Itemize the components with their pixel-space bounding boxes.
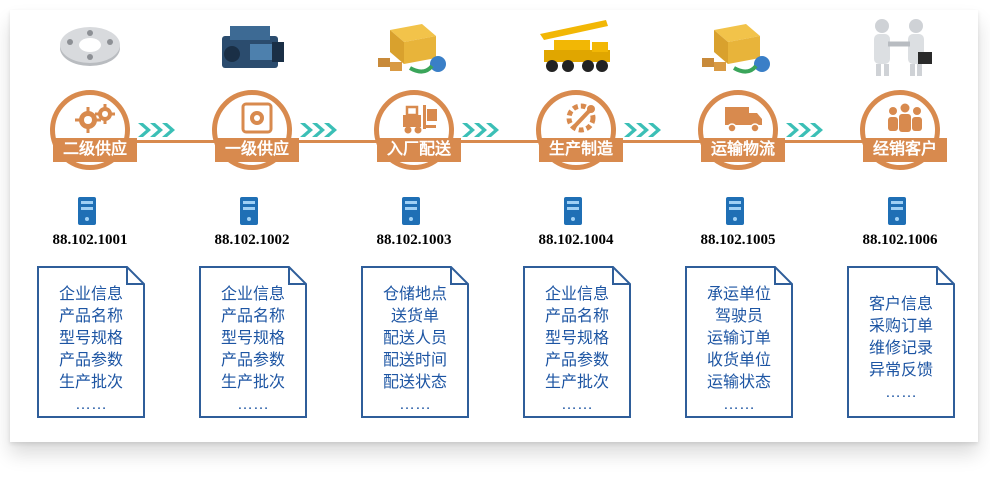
info-item: 生产批次	[544, 374, 609, 391]
stage-logistics: 运输物流 88.102.1005 承运单位 驾驶员 运输订单 收货单位 运输状态…	[658, 0, 818, 440]
handshake-icon	[874, 19, 932, 76]
wrench-gear-icon	[566, 103, 596, 133]
chevron-connector-icon	[786, 123, 823, 137]
info-document: 企业信息 产品名称 型号规格 产品参数 生产批次 ……	[523, 266, 631, 418]
stage-dealer-customer: 经销客户 88.102.1006 客户信息 采购订单 维修记录 异常反馈 ……	[820, 0, 980, 440]
stage-inbound-delivery: 入厂配送 88.102.1003 仓储地点 送货单 配送人员 配送时间 配送状态…	[334, 0, 494, 440]
diagram-card	[10, 10, 978, 442]
info-item: 产品名称	[544, 308, 609, 325]
info-item: 型号规格	[220, 330, 285, 347]
info-item: 产品参数	[220, 352, 285, 369]
gears-icon	[75, 104, 115, 133]
crane-truck-icon	[540, 20, 610, 72]
info-item-ellipsis: ……	[885, 384, 917, 401]
info-document: 仓储地点 送货单 配送人员 配送时间 配送状态 ……	[361, 266, 469, 418]
truck-icon	[725, 107, 762, 133]
info-item: 配送时间	[382, 352, 447, 369]
chevron-connector-icon	[300, 123, 337, 137]
info-item: 送货单	[390, 308, 439, 325]
stage-secondary-supply: 二级供应 88.102.1001 企业信息 产品名称 型号规格 产品参数 生产批…	[10, 0, 170, 440]
delivery-icon	[378, 24, 446, 74]
stage-label: 运输物流	[701, 138, 785, 162]
timeline-line	[84, 140, 914, 143]
info-item: 采购订单	[868, 318, 933, 335]
info-item: 企业信息	[220, 286, 285, 303]
info-item: 产品名称	[58, 308, 123, 325]
info-item: 维修记录	[868, 340, 933, 357]
stage-circle: 入厂配送	[374, 90, 461, 170]
chevron-connector-icon	[462, 123, 499, 137]
stage-label: 入厂配送	[377, 138, 461, 162]
info-item: 收货单位	[706, 352, 771, 369]
server-icon	[240, 197, 258, 225]
info-item: 客户信息	[868, 296, 933, 313]
server-icon	[726, 197, 744, 225]
info-item-ellipsis: ……	[399, 396, 431, 413]
stage-label: 生产制造	[539, 138, 623, 162]
info-item: 产品参数	[544, 352, 609, 369]
node-code: 88.102.1004	[538, 232, 614, 248]
server-icon	[402, 197, 420, 225]
flange-icon	[60, 27, 120, 66]
info-item: 运输状态	[706, 374, 771, 391]
stage-label: 二级供应	[53, 138, 137, 162]
stage-manufacturing: 生产制造 88.102.1004 企业信息 产品名称 型号规格 产品参数 生产批…	[496, 0, 656, 440]
info-item: 产品名称	[220, 308, 285, 325]
info-item: 企业信息	[544, 286, 609, 303]
stage-circle: 生产制造	[536, 90, 623, 170]
info-item: 生产批次	[58, 374, 123, 391]
node-code: 88.102.1002	[214, 232, 290, 248]
stage-circle: 二级供应	[50, 90, 137, 170]
info-item: 承运单位	[706, 286, 771, 303]
info-item: 型号规格	[58, 330, 123, 347]
server-icon	[888, 197, 906, 225]
stage-label: 经销客户	[863, 138, 947, 162]
info-item: 驾驶员	[714, 308, 763, 325]
info-item: 产品参数	[58, 352, 123, 369]
info-document: 企业信息 产品名称 型号规格 产品参数 生产批次 ……	[199, 266, 307, 418]
engine-icon	[222, 26, 284, 68]
info-item-ellipsis: ……	[561, 396, 593, 413]
stage-circle: 一级供应	[212, 90, 299, 170]
info-item: 配送状态	[382, 374, 447, 391]
stage-primary-supply: 一级供应 88.102.1002 企业信息 产品名称 型号规格 产品参数 生产批…	[172, 0, 332, 440]
info-document: 承运单位 驾驶员 运输订单 收货单位 运输状态 ……	[685, 266, 793, 418]
server-icon	[564, 197, 582, 225]
info-item: 配送人员	[382, 330, 447, 347]
node-code: 88.102.1005	[700, 232, 776, 248]
node-code: 88.102.1001	[52, 232, 128, 248]
node-code: 88.102.1003	[376, 232, 452, 248]
safe-icon	[241, 102, 273, 134]
info-item: 型号规格	[544, 330, 609, 347]
stage-circle: 经销客户	[860, 90, 947, 170]
info-item: 生产批次	[220, 374, 285, 391]
stage-label: 一级供应	[215, 138, 299, 162]
info-item: 运输订单	[706, 330, 771, 347]
info-item: 仓储地点	[382, 286, 447, 303]
chevron-connector-icon	[138, 123, 175, 137]
stage-circle: 运输物流	[698, 90, 785, 170]
server-icon	[78, 197, 96, 225]
info-item: 异常反馈	[868, 362, 933, 379]
info-document: 客户信息 采购订单 维修记录 异常反馈 ……	[847, 266, 955, 418]
people-icon	[888, 103, 922, 132]
info-item: 企业信息	[58, 286, 123, 303]
node-code: 88.102.1006	[862, 232, 938, 248]
chevron-connector-icon	[624, 123, 661, 137]
info-item-ellipsis: ……	[237, 396, 269, 413]
info-item-ellipsis: ……	[75, 396, 107, 413]
delivery-icon	[702, 24, 770, 74]
info-document: 企业信息 产品名称 型号规格 产品参数 生产批次 ……	[37, 266, 145, 418]
forklift-icon	[403, 105, 437, 134]
info-item-ellipsis: ……	[723, 396, 755, 413]
